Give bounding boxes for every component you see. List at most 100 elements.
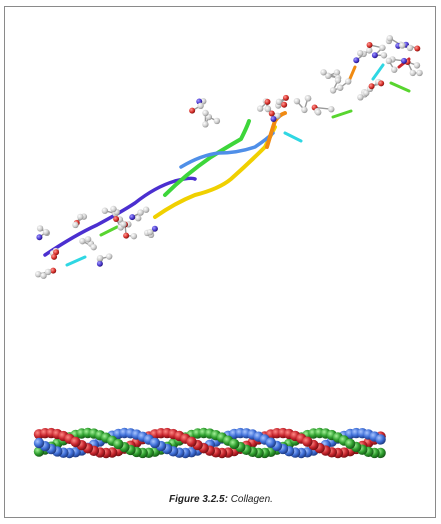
bead-green xyxy=(344,438,356,449)
oxygen-atom xyxy=(282,94,289,101)
carbon-atom xyxy=(72,221,79,229)
atom-cluster xyxy=(79,236,97,251)
nitrogen-atom xyxy=(129,214,136,221)
atom-cluster xyxy=(353,47,373,64)
carbon-atom xyxy=(385,57,393,65)
carbon-atom xyxy=(105,253,113,260)
carbon-atom xyxy=(135,215,142,222)
carbon-atom xyxy=(256,105,264,112)
bead-helix xyxy=(33,427,386,459)
carbon-atom xyxy=(77,213,84,221)
nitrogen-atom xyxy=(371,52,378,59)
atom-cluster xyxy=(366,78,385,93)
carbon-atom xyxy=(320,69,327,76)
carbon-atom xyxy=(337,84,344,91)
carbon-atom xyxy=(202,121,209,128)
carbon-atom xyxy=(34,271,42,278)
carbon-atom xyxy=(137,209,144,216)
atom-cluster xyxy=(34,267,57,279)
carbon-atom xyxy=(90,243,97,251)
caption-text: Collagen. xyxy=(230,494,273,505)
atom-cluster xyxy=(311,104,335,116)
carbon-atom xyxy=(314,109,322,116)
carbon-atom xyxy=(328,106,335,113)
atom-cluster xyxy=(36,225,51,241)
carbon-atom xyxy=(79,237,86,245)
oxygen-atom xyxy=(264,98,271,105)
atom-cluster xyxy=(293,94,312,114)
helix-ribbons xyxy=(43,111,287,257)
bead-red xyxy=(302,436,313,447)
carbon-atom xyxy=(304,95,312,102)
atom-cluster xyxy=(143,225,158,239)
bead-blue xyxy=(149,437,161,449)
ribbon-green xyxy=(163,119,251,197)
atom-cluster xyxy=(275,94,289,109)
carbon-atom xyxy=(357,50,364,57)
figure-frame: Figure 3.2.5: Collagen. xyxy=(4,6,436,518)
carbon-atom xyxy=(386,35,393,42)
oxygen-atom xyxy=(368,83,375,90)
carbon-atom xyxy=(293,97,301,105)
carbon-atom xyxy=(110,205,117,213)
carbon-atom xyxy=(324,72,332,80)
carbon-atom xyxy=(96,254,104,262)
atom-cluster xyxy=(202,109,221,128)
oxygen-atom xyxy=(378,80,385,87)
oxygen-atom xyxy=(53,249,60,256)
oxygen-atom xyxy=(281,101,288,108)
bead-blue xyxy=(265,437,276,448)
carbon-atom xyxy=(409,69,416,77)
oxygen-atom xyxy=(51,253,58,260)
carbon-atom xyxy=(130,232,138,240)
nitrogen-atom xyxy=(400,57,407,64)
atom-cluster xyxy=(49,247,60,260)
carbon-atom xyxy=(399,42,406,49)
atom-cluster xyxy=(101,205,120,217)
carbon-atom xyxy=(202,109,209,117)
carbon-atom xyxy=(146,228,154,236)
carbon-atom xyxy=(40,272,47,279)
oxygen-atom xyxy=(50,267,57,274)
oxygen-atom xyxy=(189,107,196,114)
figure-caption: Figure 3.2.5: Collagen. xyxy=(5,494,437,505)
bead-red xyxy=(186,436,197,447)
carbon-atom xyxy=(84,236,92,243)
atom-cluster xyxy=(72,213,88,229)
atom-clusters xyxy=(34,35,423,279)
carbon-atom xyxy=(380,52,388,59)
atom-cluster xyxy=(129,206,150,222)
bead-red xyxy=(70,436,81,448)
ribbon-yellow xyxy=(153,125,277,219)
oxygen-atom xyxy=(268,110,275,117)
nitrogen-atom xyxy=(270,115,277,122)
atom-cluster xyxy=(357,88,370,101)
carbon-atom xyxy=(101,207,109,214)
atom-cluster xyxy=(399,41,421,52)
carbon-atom xyxy=(329,87,337,94)
nitrogen-atom xyxy=(353,57,360,64)
carbon-atom xyxy=(213,117,221,125)
atom-cluster xyxy=(404,58,423,77)
nitrogen-atom xyxy=(36,234,43,241)
atom-cluster xyxy=(96,253,113,267)
carbon-atom xyxy=(379,44,386,51)
collagen-illustration xyxy=(33,35,423,459)
carbon-atom xyxy=(357,94,364,101)
carbon-atom xyxy=(413,62,421,69)
bead-green xyxy=(229,438,240,450)
nitrogen-atom xyxy=(96,260,103,267)
carbon-atom xyxy=(42,228,50,236)
atom-cluster xyxy=(366,41,388,59)
carbon-atom xyxy=(120,221,127,228)
ribbon-blue xyxy=(179,131,275,169)
oxygen-atom xyxy=(414,45,421,52)
atom-cluster xyxy=(189,98,207,114)
side-chain-sticks xyxy=(65,57,411,267)
carbon-atom xyxy=(142,206,150,213)
carbon-atom xyxy=(197,102,204,110)
carbon-atom xyxy=(333,69,341,76)
carbon-atom xyxy=(366,47,373,54)
carbon-atom xyxy=(334,77,342,84)
oxygen-atom xyxy=(366,41,373,48)
